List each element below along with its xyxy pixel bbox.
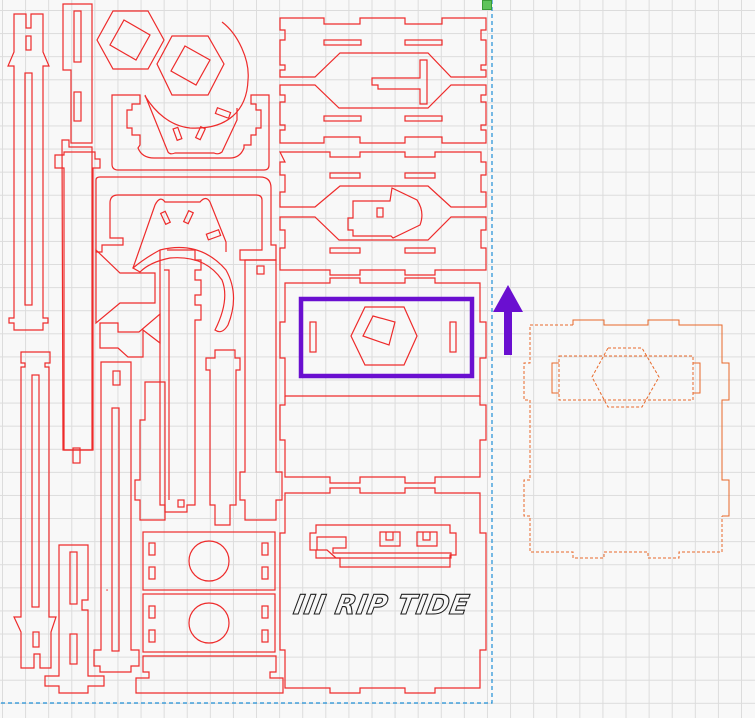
part-bottom-base [135,655,284,694]
part-hex-2 [156,35,225,96]
part-box-panel-5 [279,277,487,397]
part-left-strip-3 [13,351,57,669]
part-hex-1 [96,10,165,70]
part-left-strip-2 [54,3,101,464]
bed-boundary [0,0,493,704]
part-column-2 [205,349,241,526]
part-box-panel-2 [279,84,487,144]
part-wedges [95,248,161,358]
part-left-strip-1 [7,13,50,331]
part-box-panel-6 [279,396,487,484]
resize-handle[interactable] [482,0,492,10]
part-circle-panel-2 [142,593,276,653]
part-circle-panel-1 [142,531,276,591]
part-mask-mid [95,176,277,333]
preview-panel [523,319,730,559]
move-up-arrow-icon [493,285,523,355]
selection-box [298,296,475,379]
part-column-3 [239,259,283,521]
part-box-panel-4 [279,216,487,276]
part-box-panel-1 [279,17,487,105]
part-left-strip-4 [44,544,105,694]
part-column [159,249,202,513]
part-mask-top [111,94,270,171]
part-crescent [144,21,249,129]
part-left-strip-5 [93,361,140,673]
engraved-text-rip-tide[interactable]: III RIP TIDE [291,589,472,621]
part-box-panel-3 [279,151,487,239]
part-column-4 [134,381,166,521]
part-box-panel-7 [279,487,487,694]
